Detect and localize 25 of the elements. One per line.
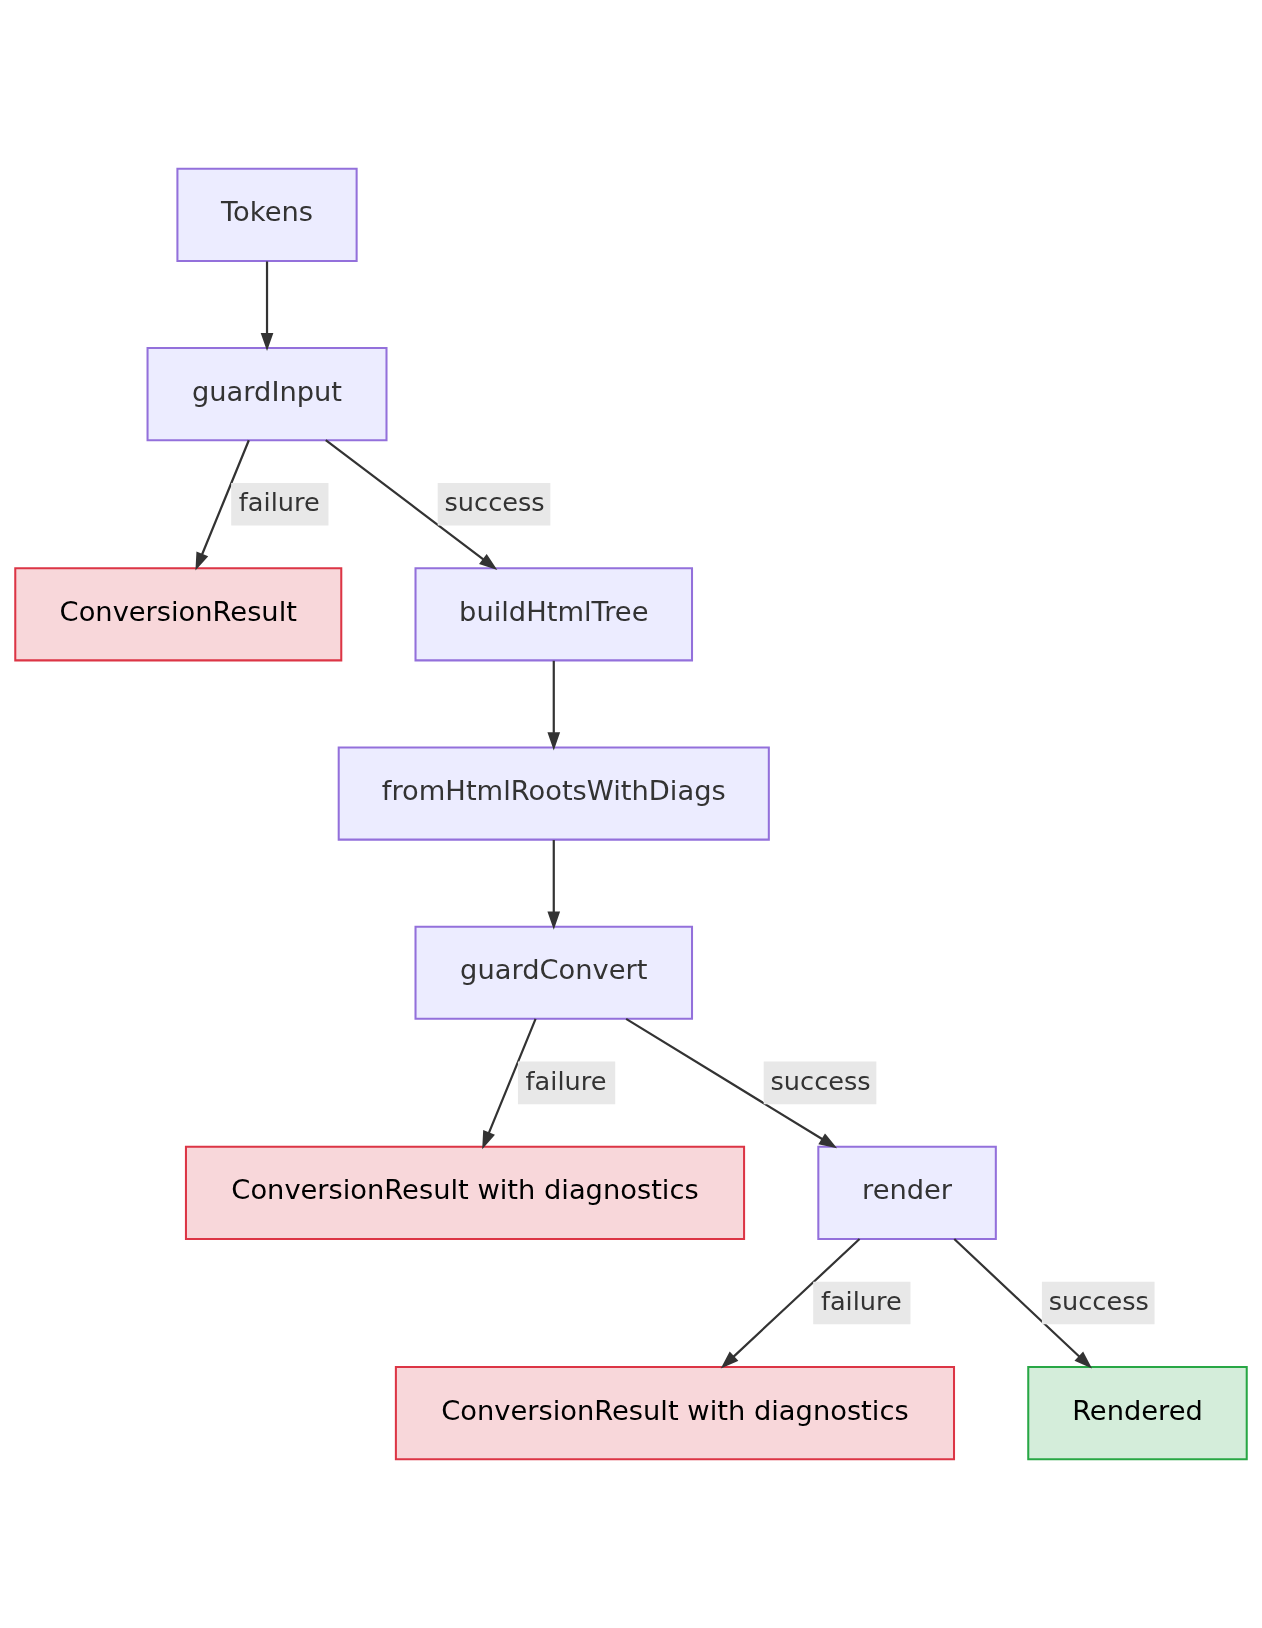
node-box: fromHtmlRootsWithDiags xyxy=(337,746,770,841)
edge-label: failure xyxy=(238,487,320,518)
arrow xyxy=(720,1238,861,1369)
edge-label: failure xyxy=(820,1285,902,1316)
node-box: Rendered xyxy=(1027,1366,1248,1461)
arrow xyxy=(625,1017,838,1149)
node-box: guardConvert xyxy=(414,925,694,1020)
arrow xyxy=(547,840,561,930)
arrow xyxy=(547,660,561,751)
arrow xyxy=(953,1238,1093,1369)
node-box: ConversionResult xyxy=(14,567,343,662)
node-box: guardInput xyxy=(146,347,388,442)
node-box: render xyxy=(817,1145,997,1240)
node-box: ConversionResult with diagnostics xyxy=(184,1145,746,1240)
node-box: buildHtmlTree xyxy=(414,567,694,662)
edge-label: failure xyxy=(525,1065,607,1096)
arrow xyxy=(325,439,498,570)
edge-label: success xyxy=(1048,1285,1149,1316)
edge-label: success xyxy=(444,487,545,518)
node-box: Tokens xyxy=(176,167,358,262)
arrow xyxy=(482,1018,537,1150)
node-box: ConversionResult with diagnostics xyxy=(394,1366,956,1461)
edge-label: success xyxy=(770,1065,871,1096)
arrow xyxy=(260,261,274,352)
arrow xyxy=(195,439,250,571)
